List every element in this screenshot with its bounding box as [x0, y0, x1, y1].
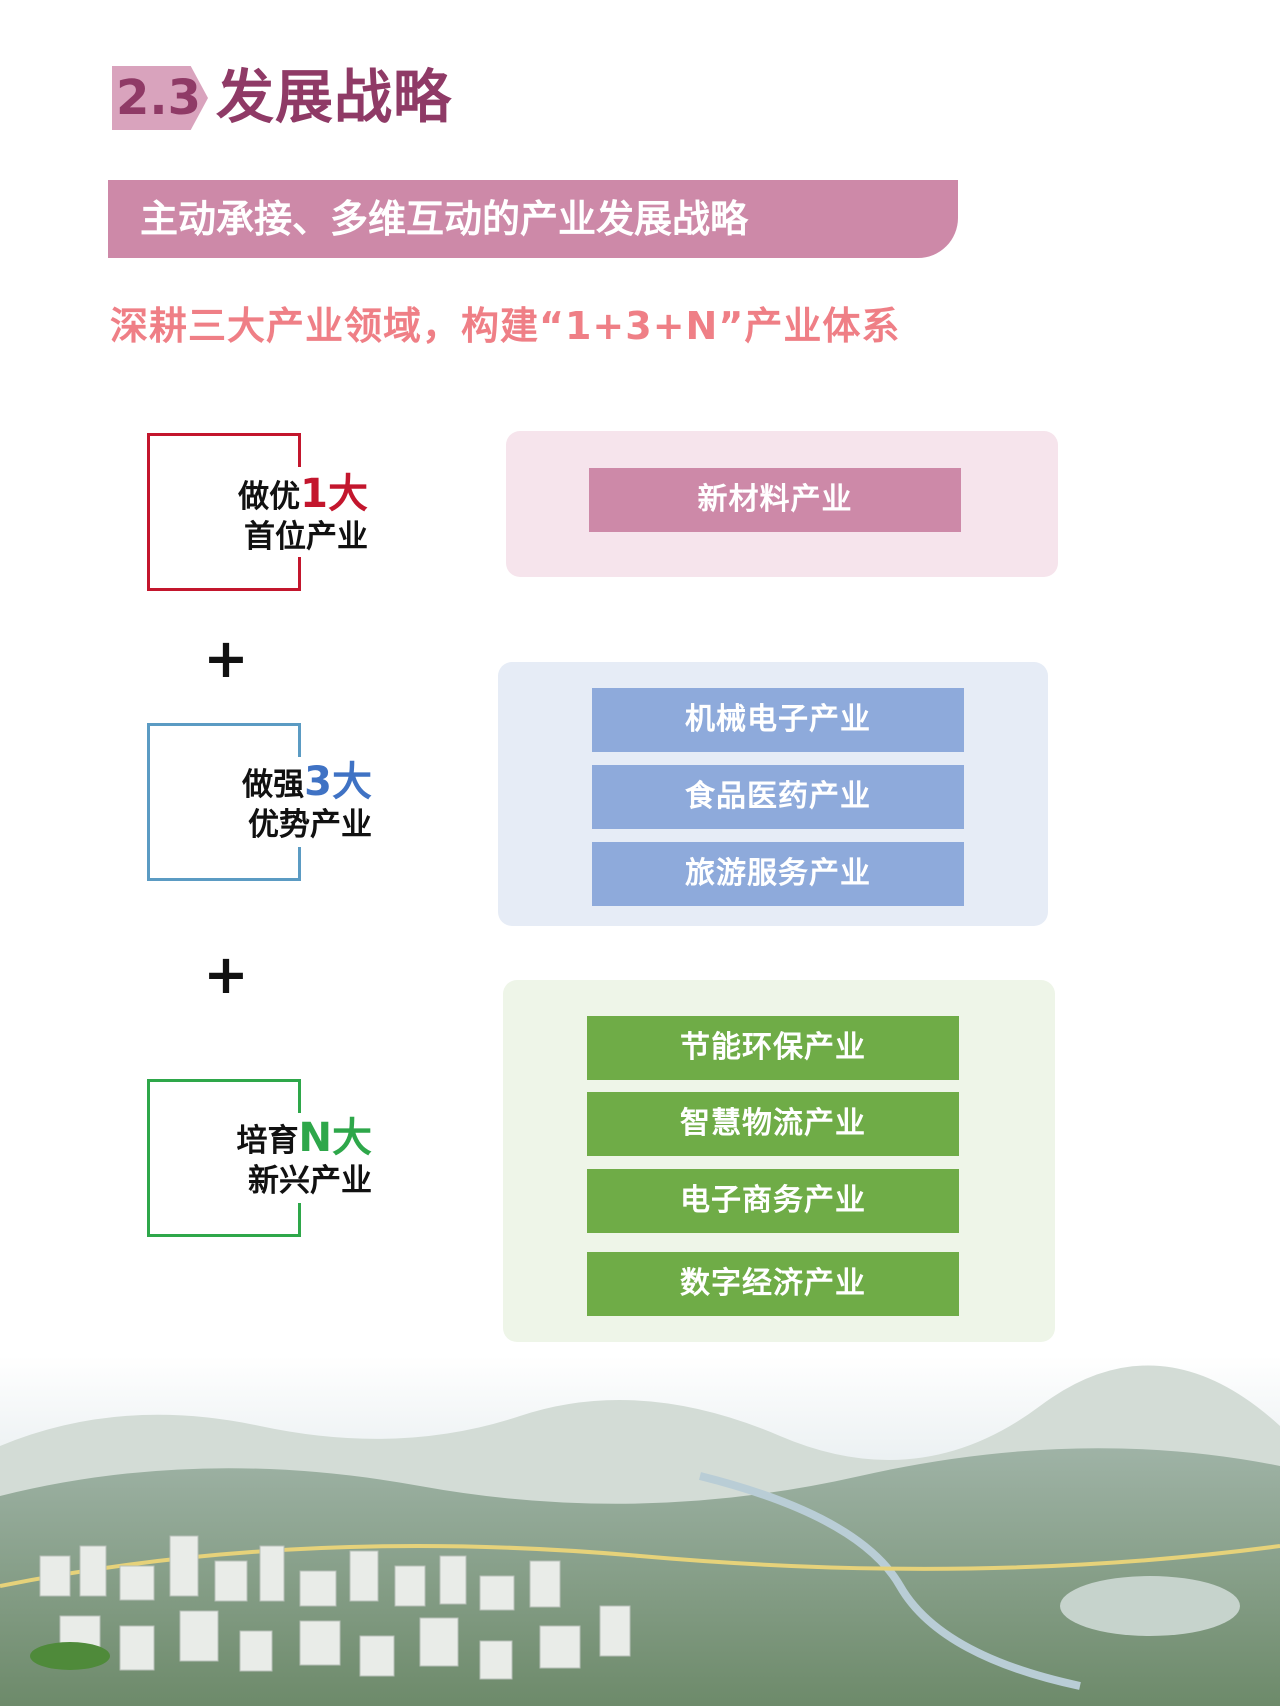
plus-sign-2: + — [203, 943, 249, 1006]
group-2-label: 做强3大 优势产业 — [202, 762, 372, 845]
group-1-line2: 首位产业 — [244, 519, 368, 555]
bracket-group-3 — [147, 1079, 301, 1237]
industry-box: 电子商务产业 — [587, 1169, 959, 1233]
industry-box: 机械电子产业 — [592, 688, 964, 752]
group-1-highlight: 1大 — [300, 471, 368, 517]
strategy-banner — [108, 180, 958, 258]
industry-box: 智慧物流产业 — [587, 1092, 959, 1156]
group-2-line2: 优势产业 — [248, 807, 372, 843]
strategy-banner-text: 主动承接、多维互动的产业发展战略 — [140, 197, 749, 241]
group-1-prefix: 做优 — [238, 479, 301, 515]
group-3-label: 培育N大 新兴产业 — [202, 1118, 372, 1201]
section-number: 2.3 — [112, 66, 208, 130]
industry-box: 旅游服务产业 — [592, 842, 964, 906]
plus-sign-1: + — [203, 627, 249, 690]
group-3-prefix: 培育 — [236, 1123, 299, 1159]
group-2-highlight: 3大 — [304, 759, 372, 805]
group-1-label: 做优1大 首位产业 — [198, 474, 368, 557]
group-3-line2: 新兴产业 — [248, 1163, 372, 1199]
bracket-group-1 — [147, 433, 301, 591]
section-title: 发展战略 — [216, 63, 453, 131]
city-aerial-image — [0, 1356, 1280, 1706]
industry-box: 新材料产业 — [589, 468, 961, 532]
bracket-group-2 — [147, 723, 301, 881]
industry-box: 节能环保产业 — [587, 1016, 959, 1080]
group-3-highlight: N大 — [298, 1115, 372, 1161]
subtitle: 深耕三大产业领域，构建“1+3+N”产业体系 — [110, 304, 901, 348]
industry-box: 食品医药产业 — [592, 765, 964, 829]
group-2-prefix: 做强 — [242, 767, 305, 803]
industry-box: 数字经济产业 — [587, 1252, 959, 1316]
